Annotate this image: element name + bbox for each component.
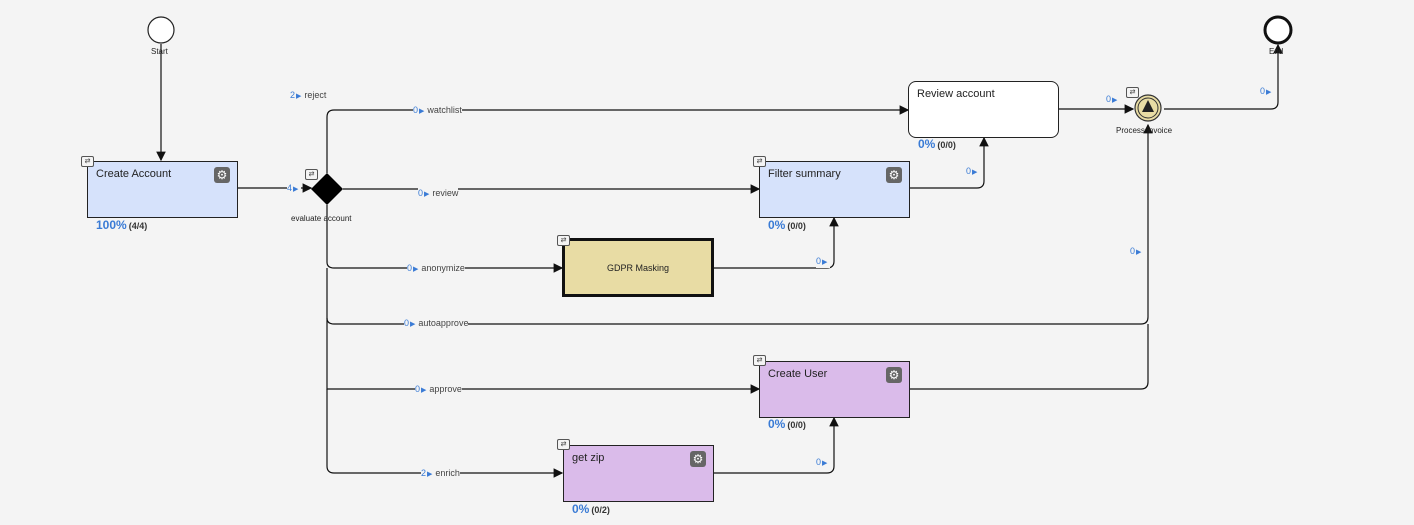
edge-approve [326,318,761,394]
task-get-zip-title: get zip [572,452,605,464]
gateway-diamond [311,173,343,205]
loop-icon[interactable]: ⇄ [81,156,94,167]
flow-label-autoapprove[interactable]: 0▶autoapprove [404,318,469,330]
edge-createuser-to-invoice [910,324,1149,390]
review-account-progress: 0%(0/0) [918,137,956,151]
create-user-progress: 0%(0/0) [768,417,806,431]
edge-gdpr-to-filter [714,216,839,269]
flow-label-approve[interactable]: 0▶approve [415,384,462,396]
gateway-loop-icon[interactable]: ⇄ [305,169,318,180]
task-create-user[interactable]: Create User ⚙ [759,361,910,418]
flow-label-watchlist[interactable]: 0▶watchlist [413,105,462,117]
flow-label-create-to-gateway[interactable]: 4▶ [287,183,302,195]
task-filter-summary[interactable]: Filter summary ⚙ [759,161,910,218]
invoice-loop-icon[interactable]: ⇄ [1126,87,1139,98]
loop-icon[interactable]: ⇄ [557,439,570,450]
gateway-label: evaluate account [291,214,352,223]
task-create-user-title: Create User [768,368,828,380]
edge-filter-to-review [910,136,989,189]
flow-label-review[interactable]: 0▶review [418,188,459,200]
task-create-account-title: Create Account [96,168,172,180]
invoice-label: Process invoice [1116,126,1173,135]
flow-label-getzip-to-createuser[interactable]: 0▶ [816,457,831,469]
edge-autoapprove [326,123,1153,325]
task-get-zip[interactable]: get zip ⚙ [563,445,714,502]
flow-label-reject[interactable]: 2▶reject [290,90,327,102]
task-review-account[interactable]: Review account [908,81,1059,138]
task-gdpr-masking[interactable]: GDPR Masking [562,238,714,297]
edge-getzip-to-createuser [714,416,839,474]
end-label: End [1269,47,1284,56]
edge-enrich [326,389,564,478]
end-event-circle [1263,15,1293,45]
edge-invoice-to-end [1164,43,1283,110]
create-account-progress: 100%(4/4) [96,218,148,232]
get-zip-progress: 0%(0/2) [572,502,610,516]
escalation-icon [1142,100,1154,112]
gear-icon[interactable]: ⚙ [886,167,902,183]
flow-label-filter-to-review[interactable]: 0▶ [966,166,981,178]
gear-icon[interactable]: ⚙ [690,451,706,467]
flow-label-enrich[interactable]: 2▶enrich [421,468,460,480]
flow-label-review-to-invoice[interactable]: 0▶ [1106,94,1121,106]
loop-icon[interactable]: ⇄ [753,156,766,167]
gear-icon[interactable]: ⚙ [886,367,902,383]
flow-label-invoice-to-end[interactable]: 0▶ [1260,86,1275,98]
task-create-account[interactable]: Create Account ⚙ [87,161,238,218]
task-gdpr-masking-title: GDPR Masking [606,263,669,273]
task-filter-summary-title: Filter summary [768,168,841,180]
filter-summary-progress: 0%(0/0) [768,218,806,232]
flow-label-anonymize[interactable]: 0▶anonymize [407,263,465,275]
edge-watchlist [326,105,910,173]
loop-icon[interactable]: ⇄ [753,355,766,366]
loop-icon[interactable]: ⇄ [557,235,570,246]
gear-icon[interactable]: ⚙ [214,167,230,183]
task-review-account-title: Review account [917,88,995,100]
edge-anonymize [326,205,564,273]
start-label: Start [151,47,168,56]
flow-label-side-to-invoice[interactable]: 0▶ [1130,246,1145,258]
start-event-circle [147,16,175,44]
invoice-event-inner [1137,97,1159,119]
flow-label-gdpr-to-filter[interactable]: 0▶ [816,256,831,268]
